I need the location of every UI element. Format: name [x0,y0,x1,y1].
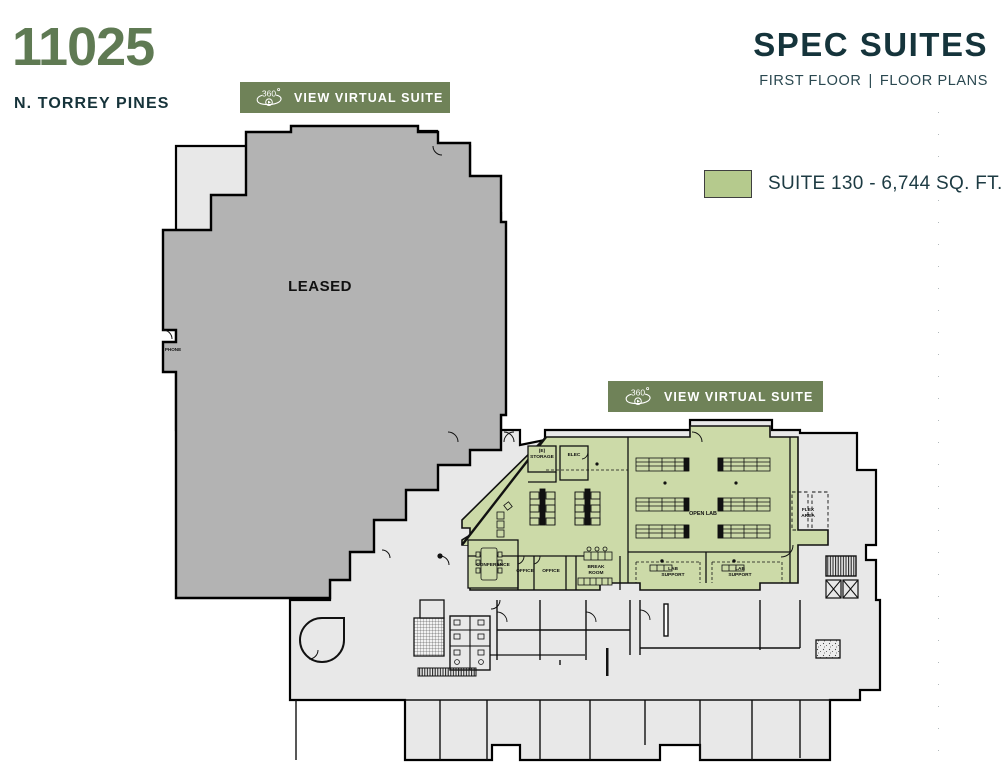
legend: SUITE 130 - 6,744 SQ. FT. [704,170,1003,198]
view-virtual-suite-label: VIEW VIRTUAL SUITE [294,90,444,105]
structural-columns [437,462,599,559]
subtitle-floor-plans: FLOOR PLANS [879,73,988,89]
page-subtitle: FIRST FLOOR | FLOOR PLANS [759,74,988,89]
svg-text:360: 360 [631,387,645,397]
view-virtual-suite-button-top[interactable]: 360 VIEW VIRTUAL SUITE [240,82,450,113]
room-label-storage: (E) [539,448,546,454]
room-label-break-room: BREAK [587,564,605,570]
page-title: SPEC SUITES [753,26,988,63]
room-label-break-room-2: ROOM [589,570,604,576]
room-label-lab-support-1: LAB [668,566,678,572]
room-label-elec: ELEC [568,452,581,458]
break-room-casework [577,546,613,586]
room-label-flex-2: AREA [801,513,815,519]
room-label-conference: CONFERENCE [476,562,510,568]
building-street: N. TORREY PINES [14,95,170,112]
leased-area [161,124,508,600]
workstation-clusters [529,488,601,526]
lab-support-casework [649,559,745,572]
360-view-icon: 360 [256,87,282,106]
lobby-rotunda [299,617,345,663]
360-view-icon: 360 [625,386,651,405]
phone-room-label: PHONE [165,347,181,352]
conference-table [475,547,503,581]
room-label-lab-support-2b: SUPPORT [728,572,751,578]
room-label-office-2: OFFICE [542,568,560,574]
right-dotted-rule [938,112,939,752]
room-label-flex: FLEX [802,507,815,513]
room-label-office-1: OFFICE [516,568,534,574]
room-label-lab-support-1b: SUPPORT [661,572,684,578]
door-swings [308,431,794,660]
building-core [413,555,859,677]
legend-label-suite-130: SUITE 130 - 6,744 SQ. FT. [768,173,1003,194]
room-labels: (E) STORAGE ELEC CONFERENCE OFFICE OFFIC… [476,448,815,578]
room-label-lab-support-2: LAB [735,566,745,572]
legend-swatch-suite-130 [704,170,752,198]
diagonal-wall-casework [496,501,513,538]
view-virtual-suite-button-suite130[interactable]: 360 VIEW VIRTUAL SUITE [608,381,823,412]
subtitle-separator: | [868,73,873,89]
room-label-storage-2: STORAGE [530,454,554,460]
building-number: 11025 [12,17,155,77]
room-label-open-lab: OPEN LAB [689,511,717,517]
svg-text:360: 360 [262,88,276,98]
subtitle-first-floor: FIRST FLOOR [759,73,862,89]
leased-label: LEASED [288,278,352,295]
lab-benches [635,457,771,539]
view-virtual-suite-label: VIEW VIRTUAL SUITE [664,389,814,404]
lower-wing-rooms [295,600,830,760]
